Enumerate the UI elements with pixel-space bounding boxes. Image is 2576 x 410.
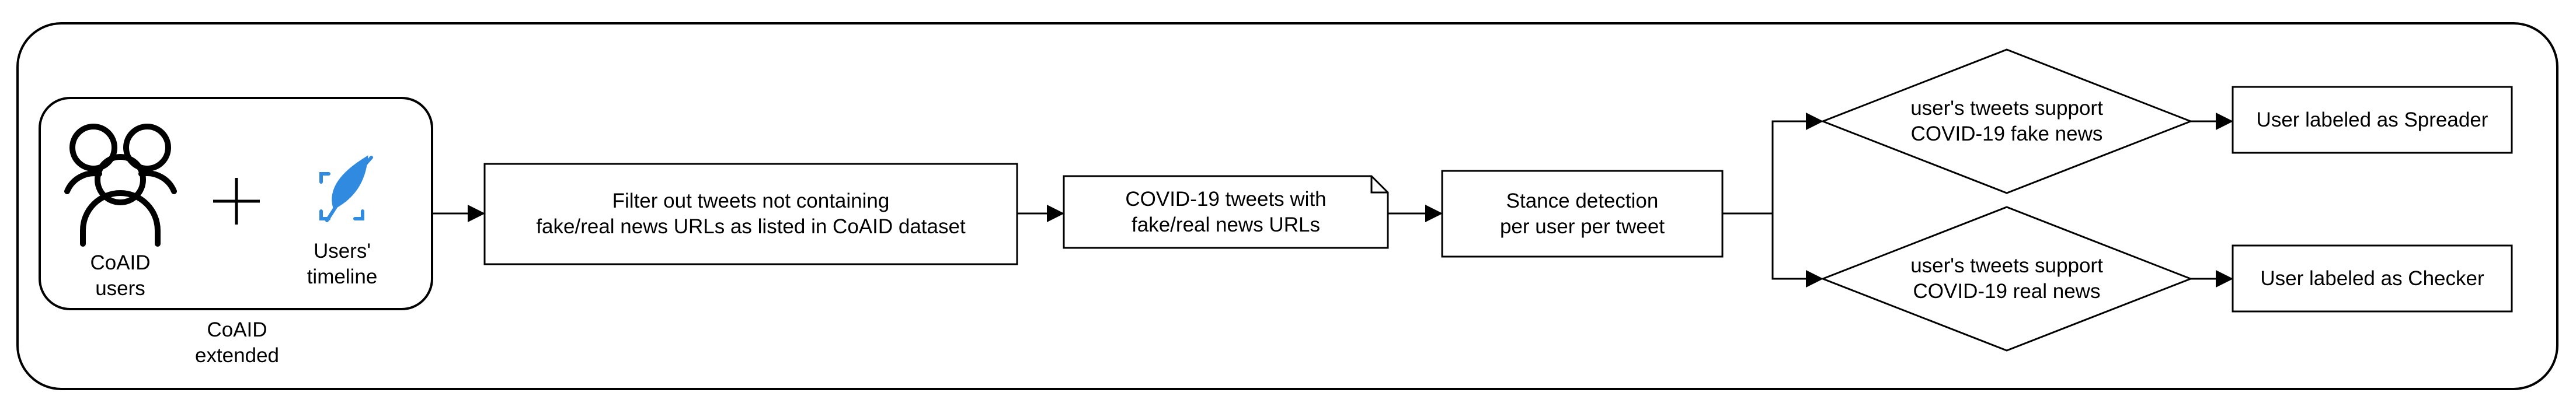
tweets-document-label: COVID-19 tweets with fake/real news URLs — [1125, 188, 1327, 236]
checker-outcome-box — [2232, 244, 2513, 313]
spreader-outcome-label: User labeled as Spreader — [2256, 108, 2488, 131]
timeline-feather-icon — [319, 155, 373, 222]
fake-news-decision-diamond — [1820, 48, 2194, 194]
users-icon — [64, 124, 177, 247]
fake-news-decision-label: user's tweets support COVID-19 fake news — [1910, 97, 2103, 145]
timeline-label: Users' timeline — [307, 239, 378, 288]
plus-icon — [213, 178, 260, 225]
checker-outcome-label: User labeled as Checker — [2260, 267, 2484, 290]
tweets-document-shape — [1063, 175, 1389, 249]
arrow-stance-to-real-decision — [1771, 213, 1823, 288]
outer-frame — [16, 22, 2558, 390]
coaid-extended-caption: CoAID extended — [194, 318, 280, 367]
stance-step-box — [1441, 170, 1724, 258]
filter-step-label: Filter out tweets not containing fake/re… — [536, 190, 966, 238]
filter-step-box — [483, 163, 1018, 265]
users-label: CoAID users — [90, 251, 151, 300]
real-news-decision-label: user's tweets support COVID-19 real news — [1910, 254, 2103, 303]
spreader-outcome-box — [2232, 86, 2513, 154]
stance-step-label: Stance detection per user per tweet — [1499, 189, 1665, 238]
arrow-stance-to-fake-decision — [1722, 113, 1823, 215]
real-news-decision-diamond — [1820, 206, 2194, 352]
coaid-extended-group — [39, 97, 433, 310]
